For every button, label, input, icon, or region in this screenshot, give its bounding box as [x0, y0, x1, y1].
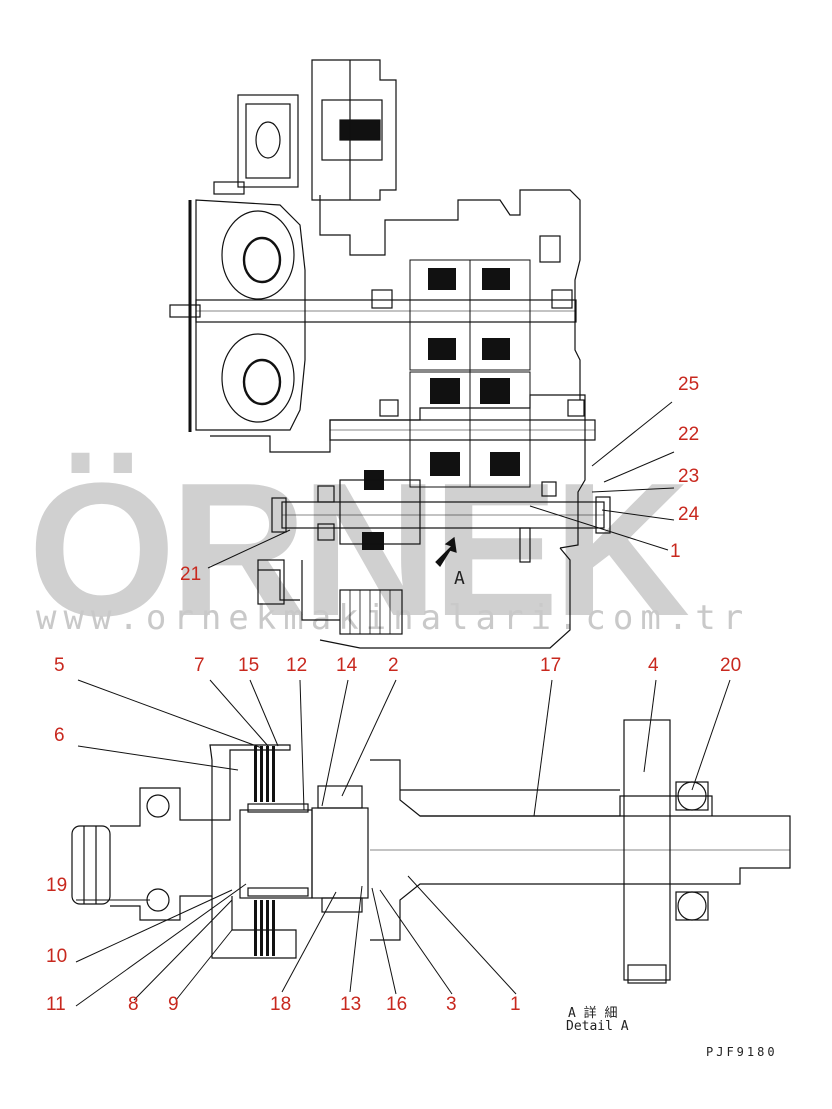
- callout-19: 19: [46, 875, 68, 896]
- callout-17: 17: [540, 655, 562, 676]
- callout-8: 8: [128, 994, 139, 1015]
- callout-12: 12: [286, 655, 308, 676]
- leader-lines-detail: [75, 679, 731, 1007]
- callout-25: 25: [678, 374, 700, 395]
- callout-11: 11: [46, 994, 66, 1015]
- callout-22: 22: [678, 424, 700, 445]
- callout-13: 13: [340, 994, 362, 1015]
- callout-5: 5: [54, 655, 65, 676]
- callout-6: 6: [54, 725, 65, 746]
- callout-15: 15: [238, 655, 260, 676]
- detail-caption-en: Detail A: [566, 1019, 629, 1034]
- callout-21: 21: [180, 564, 202, 585]
- callout-4: 4: [648, 655, 659, 676]
- callout-20: 20: [720, 655, 742, 676]
- callout-2: 2: [388, 655, 399, 676]
- callout-7: 7: [194, 655, 205, 676]
- drawing-code: PJF9180: [706, 1045, 778, 1059]
- top-assembly: [169, 59, 611, 649]
- callout-1-detail: 1: [510, 994, 521, 1015]
- detail-caption-jp: A 詳 細: [568, 1006, 618, 1021]
- callout-16: 16: [386, 994, 408, 1015]
- callout-24: 24: [678, 504, 700, 525]
- callout-18: 18: [270, 994, 292, 1015]
- callout-1-top: 1: [670, 541, 681, 562]
- watermark-logo: ÖRNEK: [28, 444, 690, 656]
- callout-3: 3: [446, 994, 457, 1015]
- clutch-packs: [362, 268, 520, 550]
- callout-10: 10: [46, 946, 68, 967]
- callout-9: 9: [168, 994, 179, 1015]
- bearings: [317, 235, 585, 541]
- view-marker-a: A: [454, 568, 465, 589]
- callout-14: 14: [336, 655, 358, 676]
- callout-23: 23: [678, 466, 700, 487]
- leader-lines-top: [207, 401, 675, 569]
- detail-a: [71, 719, 791, 984]
